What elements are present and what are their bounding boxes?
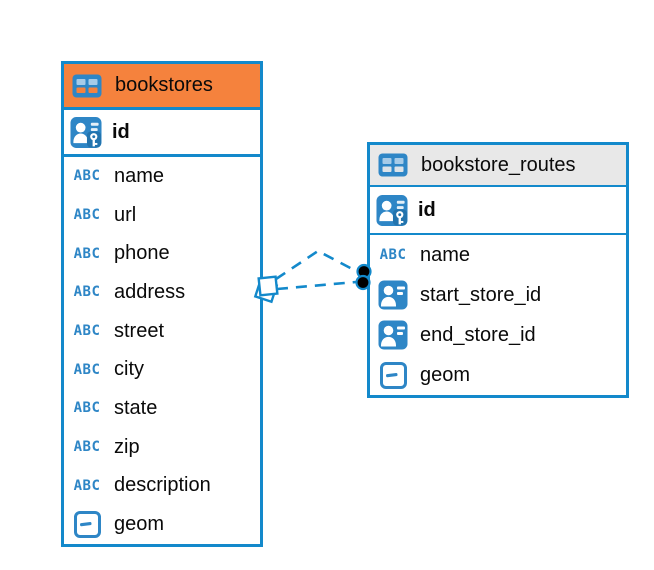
field-name: zip [114, 435, 140, 458]
reference-type-icon [377, 280, 409, 310]
relationship-line-upper[interactable] [275, 249, 357, 281]
abc-glyph: ABC [73, 168, 101, 185]
text-type-icon: ABC [71, 247, 103, 261]
geometry-type-icon [71, 511, 103, 538]
field-name: name [420, 243, 471, 266]
abc-glyph: ABC [73, 207, 101, 224]
text-type-icon: ABC [71, 440, 103, 454]
field-name: start_store_id [420, 283, 542, 306]
text-type-icon: ABC [71, 208, 103, 222]
abc-glyph: ABC [73, 284, 101, 301]
table-icon [377, 153, 409, 177]
field-row-geom[interactable]: geom [64, 505, 260, 544]
table-title: bookstore_routes [421, 153, 576, 176]
primary-key-row[interactable]: id [64, 110, 260, 157]
field-row-start-store-id[interactable]: start_store_id [370, 275, 626, 315]
field-row-phone[interactable]: ABC phone [64, 234, 260, 273]
field-row-url[interactable]: ABC url [64, 196, 260, 235]
abc-glyph: ABC [73, 477, 101, 494]
text-type-icon: ABC [377, 248, 409, 262]
relationship-line-lower[interactable] [276, 280, 357, 291]
table-title: bookstores [115, 74, 213, 96]
field-name: street [114, 319, 165, 342]
field-name: geom [114, 513, 165, 536]
abc-glyph: ABC [73, 439, 101, 456]
geometry-type-icon [377, 362, 409, 389]
table-header[interactable]: bookstore_routes [370, 145, 626, 187]
primary-key-icon [70, 116, 102, 149]
field-name: url [114, 203, 137, 226]
abc-glyph: ABC [73, 400, 101, 417]
abc-glyph: ABC [73, 323, 101, 340]
entity-bookstores[interactable]: bookstores id ABC name ABC url ABC phone… [61, 61, 263, 547]
field-row-street[interactable]: ABC street [64, 312, 260, 351]
field-name: state [114, 396, 158, 419]
field-name: phone [114, 242, 170, 265]
field-name: id [112, 120, 130, 143]
abc-glyph: ABC [73, 245, 101, 262]
reference-type-icon [377, 320, 409, 350]
field-row-end-store-id[interactable]: end_store_id [370, 315, 626, 355]
table-header[interactable]: bookstores [64, 64, 260, 110]
field-row-zip[interactable]: ABC zip [64, 428, 260, 467]
text-type-icon: ABC [71, 479, 103, 493]
abc-glyph: ABC [73, 361, 101, 378]
text-type-icon: ABC [71, 363, 103, 377]
text-type-icon: ABC [71, 401, 103, 415]
text-type-icon: ABC [71, 285, 103, 299]
table-icon [71, 74, 103, 98]
field-row-address[interactable]: ABC address [64, 273, 260, 312]
field-row-geom[interactable]: geom [370, 355, 626, 395]
field-row-state[interactable]: ABC state [64, 389, 260, 428]
field-name: id [418, 198, 436, 221]
entity-bookstore-routes[interactable]: bookstore_routes id ABC name start_store… [367, 142, 629, 398]
text-type-icon: ABC [71, 324, 103, 338]
field-row-name[interactable]: ABC name [64, 157, 260, 196]
text-type-icon: ABC [71, 169, 103, 183]
field-row-description[interactable]: ABC description [64, 467, 260, 506]
field-row-name[interactable]: ABC name [370, 235, 626, 275]
field-name: name [114, 164, 165, 187]
abc-glyph: ABC [379, 247, 407, 263]
primary-key-row[interactable]: id [370, 187, 626, 235]
field-name: address [114, 280, 186, 303]
field-row-city[interactable]: ABC city [64, 350, 260, 389]
field-name: city [114, 358, 144, 381]
field-name: end_store_id [420, 323, 536, 346]
field-name: description [114, 474, 211, 497]
primary-key-icon [376, 194, 408, 227]
field-name: geom [420, 363, 471, 386]
